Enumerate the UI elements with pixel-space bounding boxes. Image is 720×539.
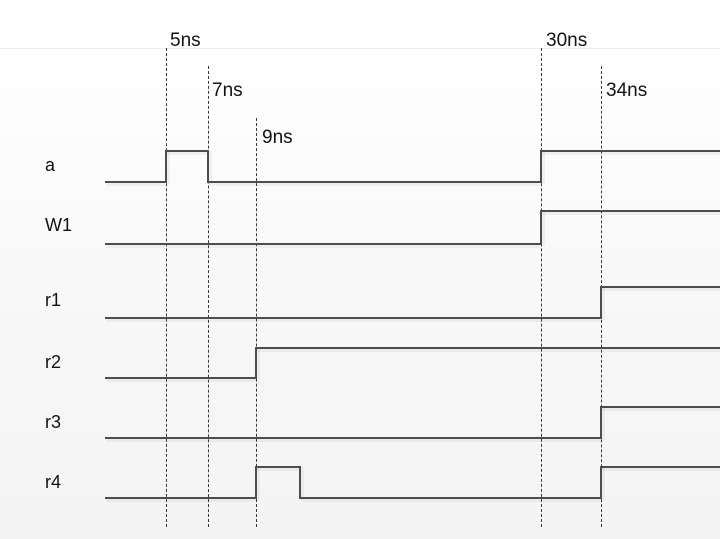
waveform-a-level-final bbox=[541, 149, 720, 156]
waveform-a-level-2 bbox=[208, 180, 542, 187]
signal-label-r3: r3 bbox=[45, 412, 62, 432]
waveform-r1-level-0 bbox=[105, 316, 602, 323]
waveform-a-level-0 bbox=[105, 180, 167, 187]
waveform-r4-level-1 bbox=[256, 465, 301, 472]
waveform-r3-edge-0 bbox=[599, 405, 606, 441]
waveform-r4-edge-2 bbox=[599, 465, 606, 501]
waveform-r1-level-final bbox=[601, 285, 720, 292]
waveform-r4-level-2 bbox=[300, 496, 602, 503]
waveform-W1-level-0 bbox=[105, 242, 542, 249]
signal-label-r2: r2 bbox=[45, 352, 62, 372]
waveform-W1-edge-0 bbox=[539, 209, 546, 247]
time-marker-line-30ns bbox=[541, 48, 542, 527]
waveform-a-edge-1 bbox=[206, 149, 213, 185]
waveform-r1-edge-0 bbox=[599, 285, 606, 321]
signal-label-W1: W1 bbox=[45, 215, 72, 235]
time-marker-line-5ns bbox=[166, 48, 167, 527]
waveform-r4-level-0 bbox=[105, 496, 257, 503]
time-marker-label-text: 34ns bbox=[606, 80, 648, 101]
waveform-r2-edge-0 bbox=[254, 346, 261, 381]
signal-label-r1: r1 bbox=[45, 290, 62, 310]
time-marker-label-text: 30ns bbox=[546, 30, 588, 51]
time-marker-label-text: 9ns bbox=[262, 127, 293, 148]
waveform-a-edge-2 bbox=[539, 149, 546, 185]
waveform-r4-edge-1 bbox=[298, 465, 305, 501]
waveform-r2-level-final bbox=[256, 346, 720, 353]
signal-label-a: a bbox=[45, 155, 56, 175]
time-marker-label-text: 5ns bbox=[170, 30, 201, 51]
waveform-a-level-1 bbox=[166, 149, 209, 156]
waveform-r4-edge-0 bbox=[254, 465, 261, 501]
signal-label-r4: r4 bbox=[45, 472, 62, 492]
time-marker-line-9ns bbox=[256, 118, 257, 527]
time-marker-line-7ns bbox=[208, 66, 209, 527]
waveform-W1-level-final bbox=[541, 209, 720, 216]
waveform-r3-level-0 bbox=[105, 436, 602, 443]
time-marker-label-text: 7ns bbox=[212, 80, 243, 101]
waveform-r2-level-0 bbox=[105, 376, 257, 383]
waveform-r4-level-final bbox=[601, 465, 720, 472]
top-divider-rule bbox=[0, 48, 720, 49]
waveform-a-edge-0 bbox=[164, 149, 171, 185]
waveform-r3-level-final bbox=[601, 405, 720, 412]
